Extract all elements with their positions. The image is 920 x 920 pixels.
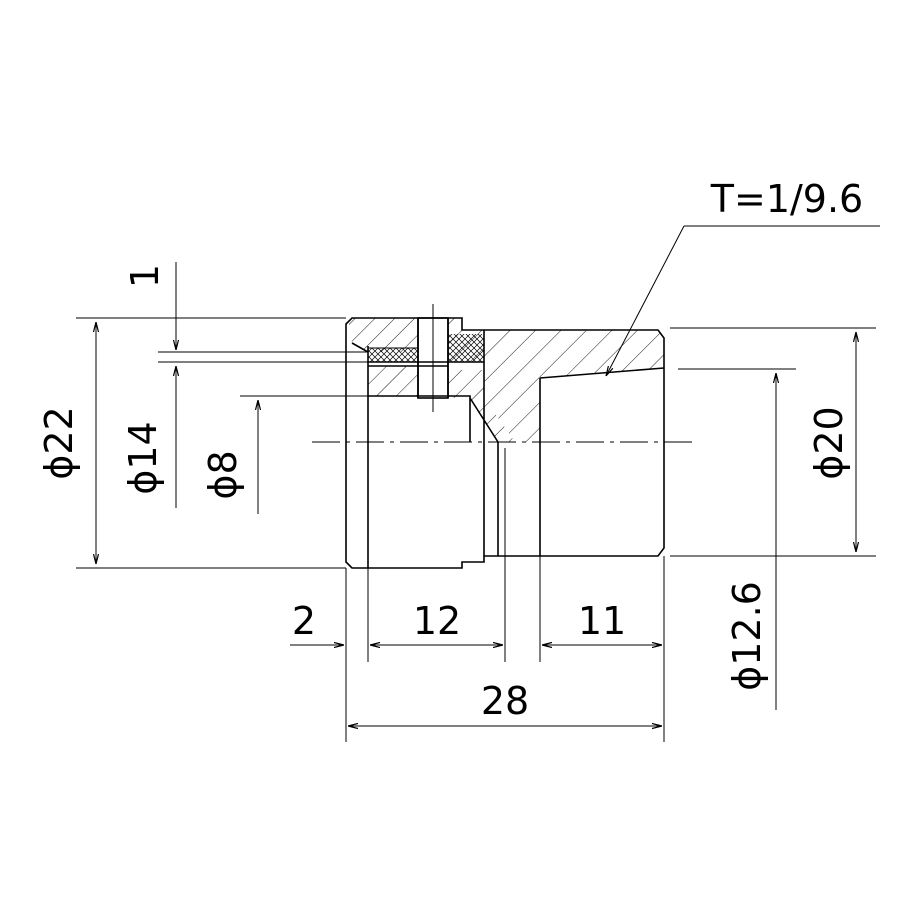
dia-outer-label: ϕ22: [37, 406, 81, 479]
taper-annotation: T=1/9.6: [606, 177, 880, 376]
dia-small-label: ϕ8: [201, 450, 245, 499]
taper-label: T=1/9.6: [710, 177, 863, 221]
len-chamfer-label: 2: [292, 599, 316, 643]
dimension-dia-outer: ϕ22: [37, 317, 346, 569]
seal-ring-crosshatch: [367, 347, 419, 363]
step-label: 1: [123, 264, 167, 288]
lower-ring-hatch: [368, 366, 418, 396]
dimension-step: 1: [123, 262, 176, 350]
dimension-dia-bore: ϕ14: [121, 351, 368, 508]
seal-ring-crosshatch-right: [448, 334, 484, 362]
dia-shank-label: ϕ20: [807, 406, 851, 479]
len-total-label: 28: [481, 679, 529, 723]
dimension-lengths: 2 12 11 28: [290, 448, 665, 742]
len-head-label: 12: [413, 599, 461, 643]
collet-wedge-hatch: [448, 370, 515, 442]
dimension-dia-taper-end: ϕ12.6: [678, 368, 796, 710]
dia-bore-label: ϕ14: [121, 421, 165, 494]
head-section-hatch: [348, 318, 418, 352]
dia-taper-end-label: ϕ12.6: [725, 581, 769, 691]
len-tail-label: 11: [578, 599, 626, 643]
shank-section-hatch: [484, 330, 664, 442]
part-body: [312, 304, 698, 569]
dimension-dia-shank: ϕ20: [670, 327, 876, 557]
dimension-dia-small: ϕ8: [201, 395, 368, 514]
